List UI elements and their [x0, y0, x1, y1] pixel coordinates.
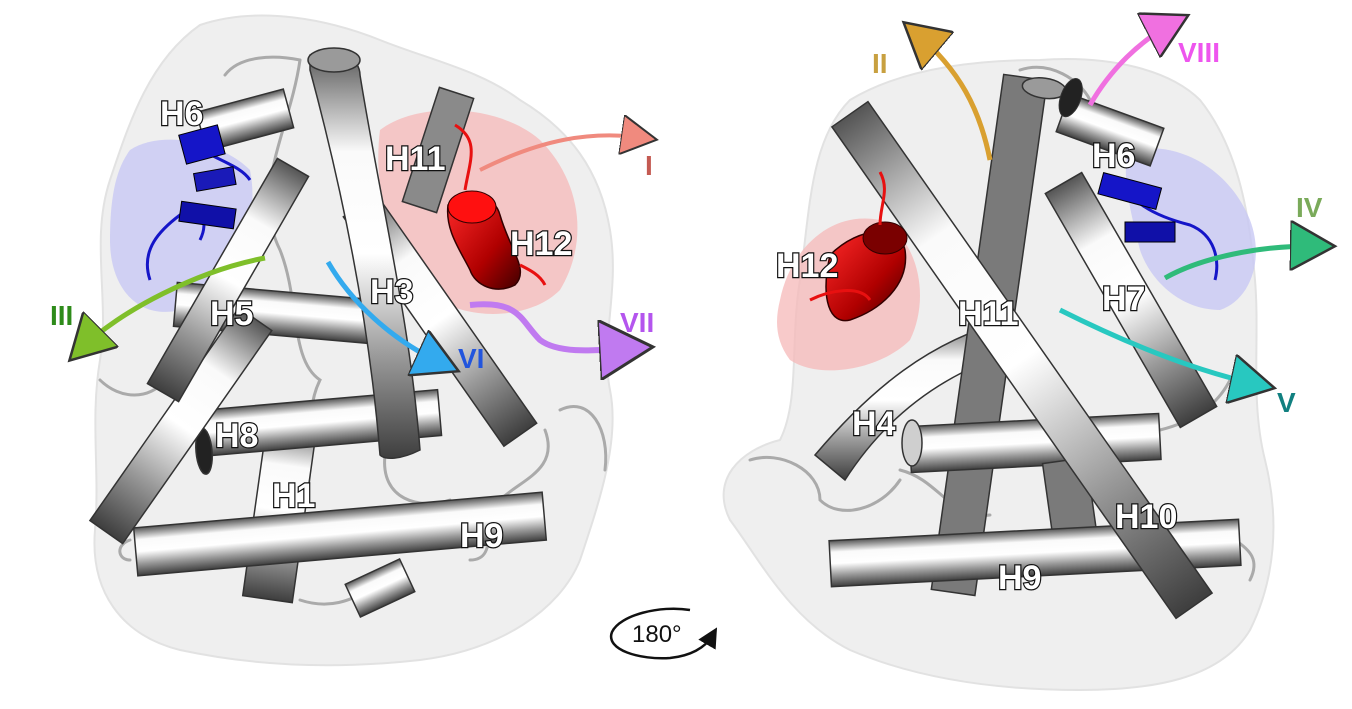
- right-view: H6 H12 H11 H7 H4 H10 H9 II VIII IV V: [722, 22, 1323, 692]
- right-helix-H6: [1055, 78, 1176, 243]
- left-blue-strand: [178, 200, 237, 230]
- left-pathway-III-arrow: [80, 255, 266, 350]
- rotation-label: 180°: [632, 621, 682, 648]
- right-pathway-label-II: II: [872, 48, 888, 79]
- right-helix-H11: [830, 100, 1214, 620]
- right-pathway-label-IV: IV: [1296, 192, 1323, 223]
- left-helix-small: [344, 558, 416, 618]
- left-helix-H12: [446, 123, 547, 290]
- right-label-H11: H11: [958, 295, 1019, 333]
- right-helix-H12: [809, 171, 908, 322]
- left-pathway-label-VII: VII: [620, 307, 654, 338]
- right-pathway-II-arrow: [915, 32, 993, 161]
- right-label-H6: H6: [1092, 137, 1135, 175]
- right-pathway-V-arrow: [1058, 307, 1260, 385]
- right-pathway-VIII-arrow: [1087, 22, 1175, 107]
- right-label-H9: H9: [998, 559, 1041, 597]
- left-helix-H6: [178, 88, 295, 165]
- left-label-H1: H1: [272, 477, 315, 515]
- rotation-indicator: 180°: [609, 607, 718, 660]
- left-label-H9: H9: [460, 517, 503, 555]
- left-label-H8: H8: [215, 417, 258, 455]
- left-view: H6 H11 H12 H3 H5 H8 H1 H9 I III VI VII: [50, 14, 654, 667]
- left-label-H6: H6: [160, 95, 203, 133]
- left-helix-H11: [401, 86, 475, 214]
- right-label-H7: H7: [1102, 280, 1145, 318]
- right-pathway-IV-arrow: [1163, 246, 1320, 281]
- right-label-H4: H4: [852, 405, 896, 443]
- left-pathway-label-VI: VI: [458, 343, 484, 374]
- left-pathway-label-III: III: [50, 300, 73, 331]
- left-pathway-I-arrow: [479, 135, 645, 172]
- left-pathway-label-I: I: [645, 150, 653, 181]
- left-helix-H9: [132, 491, 548, 577]
- right-label-H12: H12: [776, 247, 838, 285]
- rotation-arrow-icon: [609, 607, 718, 660]
- left-pathway-VI-arrow: [325, 260, 445, 365]
- right-pathway-label-V: V: [1277, 387, 1296, 418]
- left-label-H5: H5: [210, 295, 253, 333]
- left-helix-diagonal-lower: [88, 306, 273, 545]
- left-label-H11: H11: [385, 140, 446, 178]
- right-helix-H7: [1044, 171, 1218, 429]
- right-pathway-label-VIII: VIII: [1178, 37, 1220, 68]
- left-label-H3: H3: [370, 273, 413, 311]
- left-blue-strand-2: [192, 166, 237, 192]
- left-label-H12: H12: [510, 225, 572, 263]
- right-label-H10: H10: [1115, 498, 1177, 536]
- left-helix-H3: [307, 47, 421, 460]
- left-pathway-VII-arrow: [469, 301, 635, 350]
